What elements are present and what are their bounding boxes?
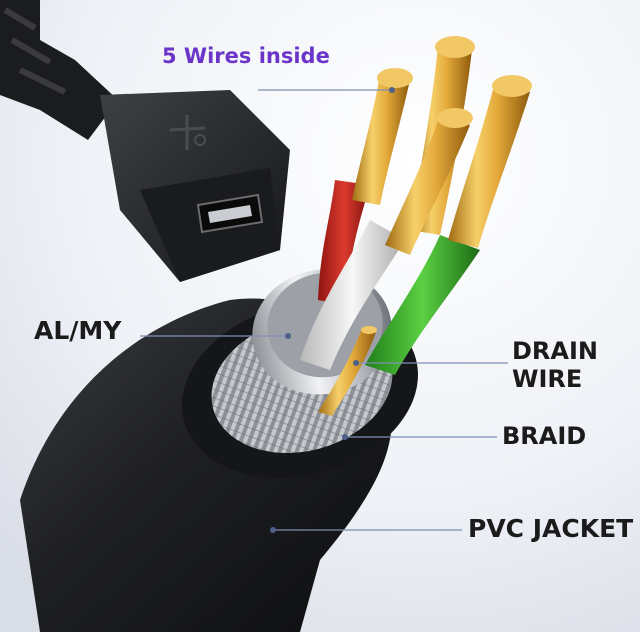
label-braid: BRAID (502, 422, 587, 450)
label-drain-line1: DRAIN (512, 337, 598, 365)
label-pvc-jacket: PVC JACKET (468, 514, 634, 543)
wires (300, 36, 532, 416)
label-drain-wire: DRAIN WIRE (512, 337, 598, 393)
label-drain-line2: WIRE (512, 364, 583, 393)
leader-lines (140, 89, 508, 531)
label-wires-inside: 5 Wires inside (162, 44, 330, 68)
usb-connector (0, 0, 290, 282)
label-al-my: AL/MY (34, 316, 122, 345)
leader-dots (270, 87, 395, 533)
